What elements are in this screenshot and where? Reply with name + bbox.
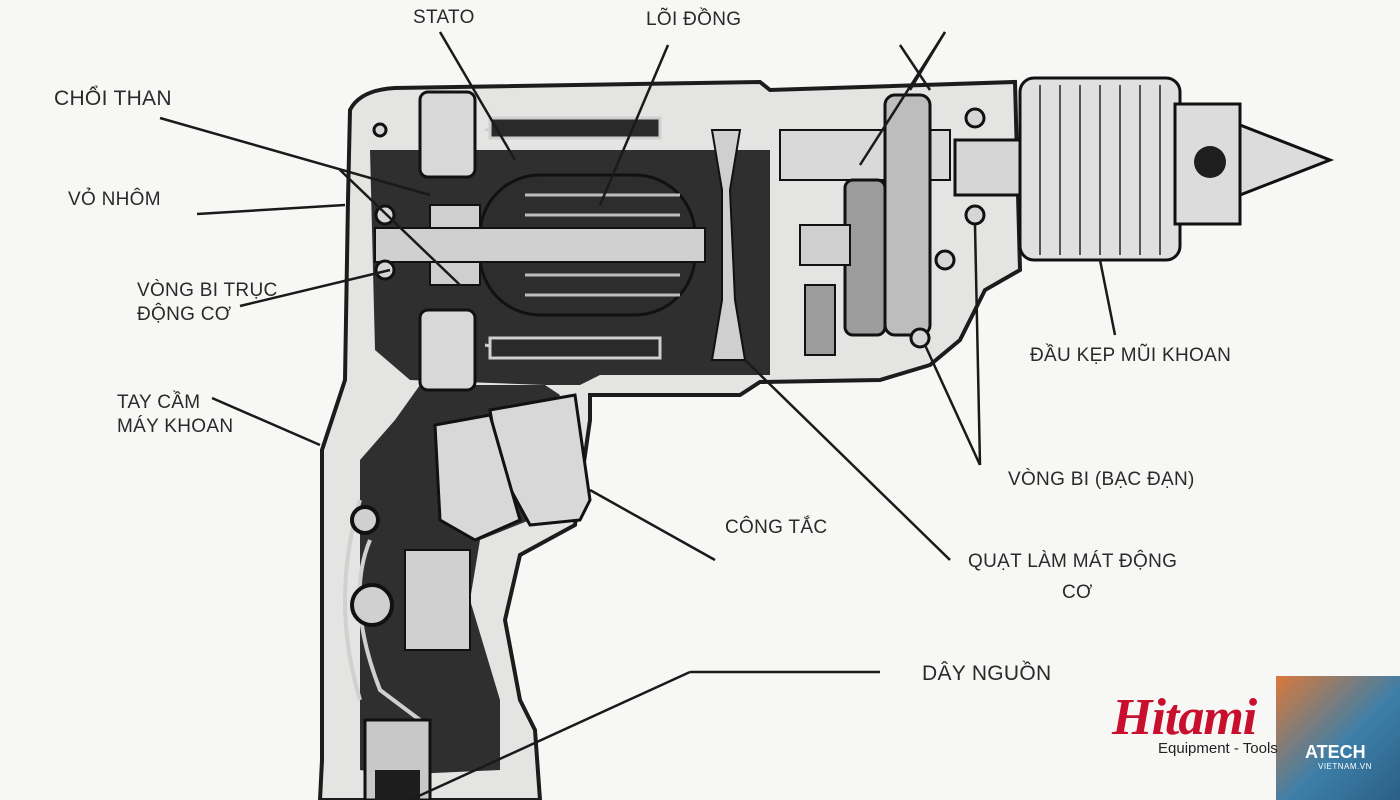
label-vo-nhom: VỎ NHÔM: [68, 188, 161, 212]
label-dau-kep: ĐẦU KẸP MŨI KHOAN: [1030, 344, 1231, 368]
label-quat-line2: CƠ: [1062, 581, 1093, 605]
gearbox: [780, 95, 950, 355]
leader-gears-b: [910, 32, 945, 90]
label-stato: STATO: [413, 6, 475, 30]
label-quat-line1: QUẠT LÀM MÁT ĐỘNG: [968, 550, 1177, 574]
label-choi-than: CHỔI THAN: [54, 87, 172, 111]
hitami-logo: Hitami: [1112, 688, 1256, 747]
leader-cong-tac: [590, 490, 715, 560]
leader-vo-nhom: [197, 205, 345, 214]
power-cord: [365, 720, 430, 800]
atech-logo-sub: VIETNAM.VN: [1318, 762, 1372, 771]
label-vong-bi-truc-line2: ĐỘNG CƠ: [137, 303, 231, 327]
logo-tagline: Equipment - Tools: [1158, 740, 1278, 757]
atech-logo: ATECH: [1305, 742, 1366, 763]
leader-dau-kep: [1100, 260, 1115, 335]
label-vong-bi-bac-dan: VÒNG BI (BẠC ĐẠN): [1008, 468, 1195, 492]
label-day-nguon: DÂY NGUỒN: [922, 662, 1052, 686]
leader-vong-bi-b: [925, 345, 980, 465]
label-vong-bi-truc-line1: VÒNG BI TRỤC: [137, 279, 278, 303]
label-tay-cam-line2: MÁY KHOAN: [117, 415, 233, 439]
label-cong-tac: CÔNG TẮC: [725, 516, 827, 540]
label-loi-dong: LÕI ĐỒNG: [646, 8, 741, 32]
atech-logo-badge: [1276, 676, 1400, 800]
label-tay-cam-line1: TAY CẦM: [117, 391, 200, 415]
